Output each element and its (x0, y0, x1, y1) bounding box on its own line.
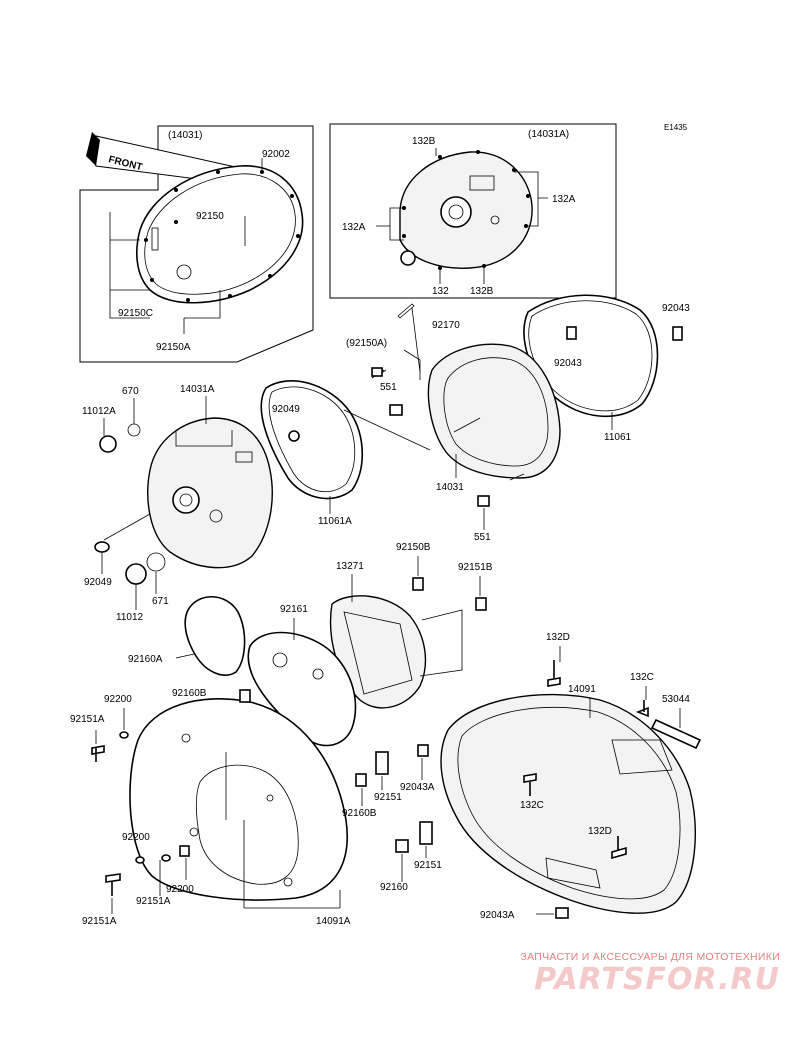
label-92049-left: 92049 (84, 577, 112, 588)
label-92151-low: 92151 (414, 860, 442, 871)
bolt-92150a (371, 367, 383, 377)
label-92043a-bottom: 92043A (480, 910, 515, 921)
label-92151a-bl: 92151A (136, 896, 171, 907)
label-92151b: 92151B (458, 562, 493, 573)
label-92161: 92161 (280, 604, 308, 615)
label-92002: 92002 (262, 149, 290, 160)
label-132a-left: 132A (342, 222, 366, 233)
bolt-92151a-low (105, 873, 121, 896)
label-11012: 11012 (116, 612, 144, 623)
inset-left-title: (14031) (168, 130, 202, 141)
label-132b-top: 132B (412, 136, 436, 147)
bush-92160 (395, 839, 409, 853)
label-14031a: 14031A (180, 384, 215, 395)
inset-left-frame (79, 125, 314, 363)
label-92170: 92170 (432, 320, 460, 331)
label-92150c: 92150C (118, 308, 153, 319)
oring-671 (146, 552, 166, 572)
label-551-top: 551 (380, 382, 397, 393)
dowel-92043a-mid (417, 744, 429, 757)
label-92200-low: 92200 (166, 884, 194, 895)
label-13271: 13271 (336, 561, 364, 572)
washer-92200-top (119, 731, 129, 739)
oring-670 (127, 423, 141, 437)
label-671: 671 (152, 596, 169, 607)
dowel-92043-center (566, 326, 577, 340)
label-92043-top-right: 92043 (662, 303, 690, 314)
label-92160a: 92160A (128, 654, 163, 665)
label-132d-bottom: 132D (588, 826, 612, 837)
diagram-code: E1435 (664, 123, 688, 132)
label-14031: 14031 (436, 482, 464, 493)
label-92043a-mid: 92043A (400, 782, 435, 793)
bush-92160b-mid (355, 773, 367, 787)
label-14091a: 14091A (316, 916, 351, 927)
label-92200-mid: 92200 (122, 832, 150, 843)
bolt-132d-top (547, 660, 561, 687)
label-132: 132 (432, 286, 449, 297)
cover-14031a (147, 417, 273, 569)
label-92160: 92160 (380, 882, 408, 893)
rod-92170 (397, 303, 421, 373)
label-92151a-low: 92151A (82, 916, 117, 927)
label-92160b-top: 92160B (172, 688, 207, 699)
plug-11012a (99, 435, 117, 453)
label-92200-top: 92200 (104, 694, 132, 705)
cover-14031 (427, 343, 561, 479)
bolt-92151a-bl (179, 845, 190, 857)
bush-92160b-top (239, 689, 251, 703)
inset-right-title: (14031A) (528, 129, 569, 140)
pad-92160a (184, 596, 246, 676)
label-92151a-top: 92151A (70, 714, 105, 725)
cover-14091 (440, 693, 696, 914)
washer-92200-mid (135, 856, 145, 864)
dowel-92043-right (672, 326, 683, 341)
bolt-92150b (412, 577, 424, 591)
front-arrow-icon: FRONT (86, 132, 241, 185)
watermark-logo: PARTSFOR.RU (534, 962, 780, 997)
inset-right-frame (329, 123, 617, 299)
label-92049-mid: 92049 (272, 404, 300, 415)
plug-11012 (125, 563, 147, 585)
gasket-11061a (260, 380, 364, 500)
label-132b-bottom: 132B (470, 286, 494, 297)
label-92160b-mid: 92160B (342, 808, 377, 819)
cover-inset-right (399, 150, 533, 270)
washer-92200-low (161, 854, 171, 862)
label-92043-center: 92043 (554, 358, 582, 369)
label-132c-mid: 132C (520, 800, 544, 811)
label-11012a: 11012A (82, 406, 116, 417)
label-53044: 53044 (662, 694, 690, 705)
bolt-132c-right (635, 700, 649, 718)
dowel-551-bottom (477, 495, 490, 507)
label-92150b: 92150B (396, 542, 431, 553)
label-11061: 11061 (604, 432, 632, 443)
label-14091: 14091 (568, 684, 596, 695)
label-132c-right: 132C (630, 672, 654, 683)
bolt-132c-mid (523, 773, 537, 796)
gasket-cover-inset (136, 165, 304, 304)
label-670: 670 (122, 386, 139, 397)
collar-92151-mid (375, 751, 389, 775)
label-92150: 92150 (196, 211, 224, 222)
bolt-92151a-top (91, 745, 105, 762)
collar-92151-low (419, 821, 433, 845)
watermark-tagline: ЗАПЧАСТИ И АКСЕССУАРЫ ДЛЯ МОТОТЕХНИКИ (520, 951, 780, 963)
label-92151-mid: 92151 (374, 792, 402, 803)
label-11061a: 11061A (318, 516, 352, 527)
dowel-92043a-bottom (555, 907, 569, 919)
label-92150a-inset: 92150A (156, 342, 191, 353)
label-132a-right: 132A (552, 194, 576, 205)
washer-92049-left (94, 541, 110, 553)
dowel-551-top (389, 404, 403, 416)
rubber-strip-53044 (650, 718, 702, 750)
heatshield-92161 (247, 631, 357, 747)
label-92150a-paren: (92150A) (346, 338, 387, 349)
label-132d-top: 132D (546, 632, 570, 643)
label-551-bottom: 551 (474, 532, 491, 543)
bolt-132d-bottom (611, 836, 627, 860)
bolt-92151b (475, 597, 487, 611)
